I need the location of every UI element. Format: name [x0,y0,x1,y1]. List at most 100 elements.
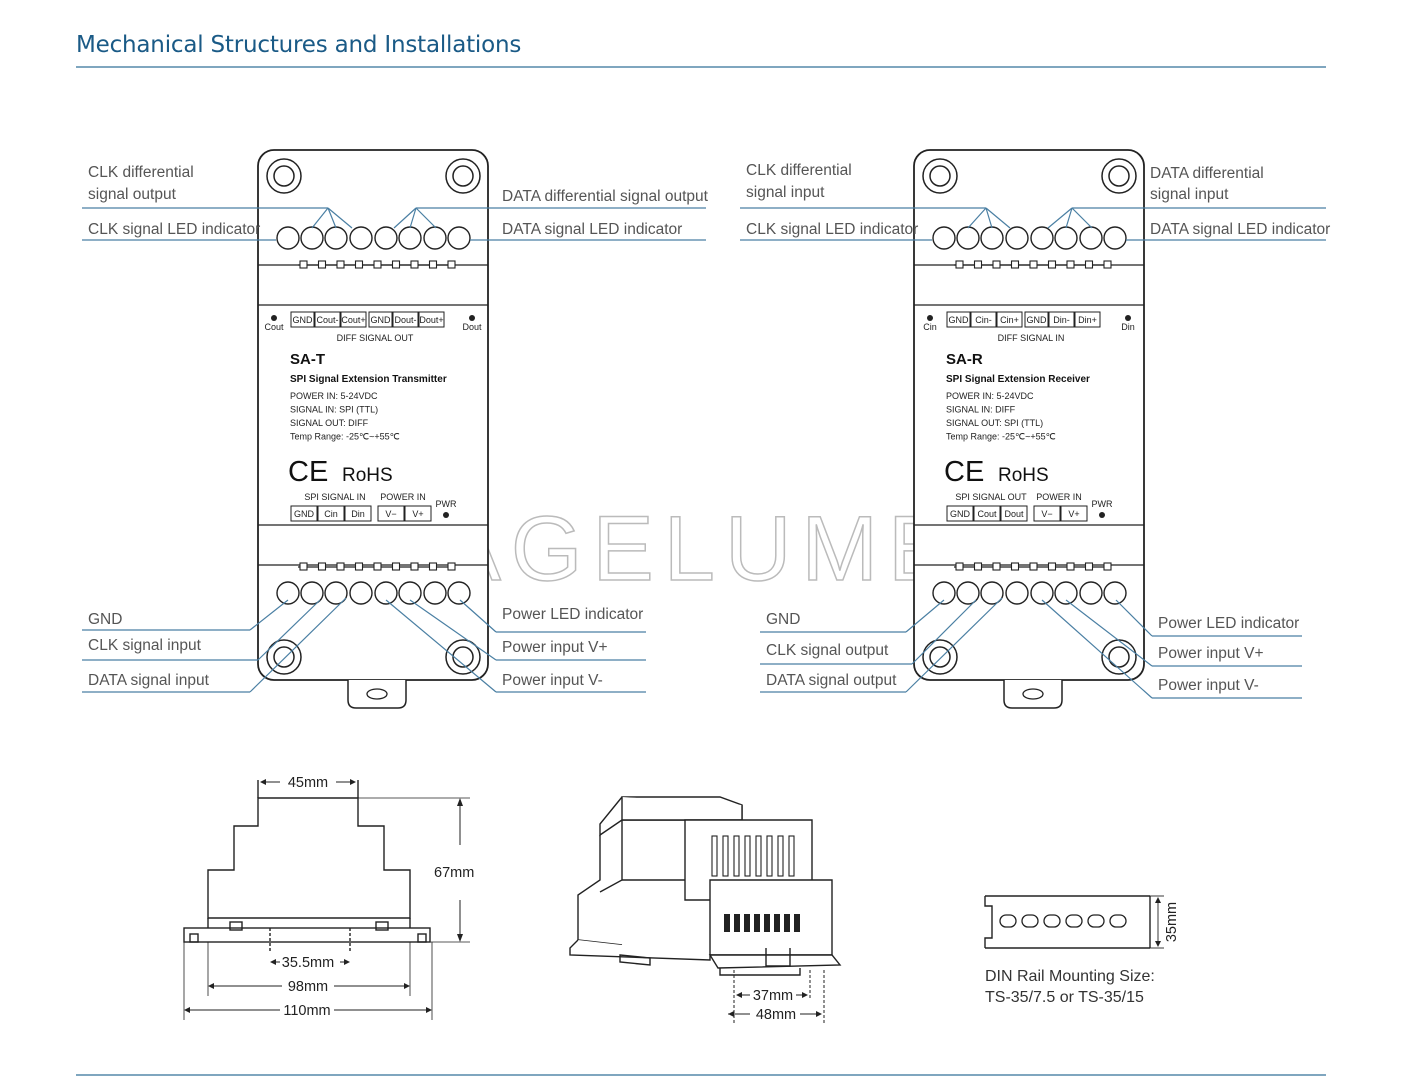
spec-line: Temp Range: -25℃~+55℃ [290,432,400,442]
din-rail-drawing [984,895,1164,949]
terminal-cell [392,311,419,328]
ce-mark: CE [944,456,984,488]
pin [955,260,964,269]
spec-line: SIGNAL IN: SPI (TTL) [290,405,378,415]
dim-side-inner: 37mm [753,988,793,1004]
terminal-label-bottom: GND [294,509,315,519]
top-pin-strip [298,260,456,269]
isometric-arrows [728,992,822,1017]
leader-line [393,207,417,229]
terminal-cell [404,505,432,522]
spec-line: POWER IN: 5-24VDC [946,391,1034,401]
dim-total-width: 110mm [283,1003,330,1019]
transmitter-device [257,149,489,709]
terminal-cell [973,505,1001,522]
terminal-label-top: GND [1027,315,1048,325]
leader-line [257,599,321,661]
vent-slot [733,835,740,877]
rail-slot [1109,914,1127,928]
spec-line: POWER IN: 5-24VDC [290,391,378,401]
terminal-label-top: Dout- [394,315,416,325]
callout-power-vplus: Power input V+ [502,639,608,656]
callout-clk-diff-line2: signal output [88,186,177,203]
terminal-slot [764,914,770,932]
callout-data-input: DATA signal input [88,672,210,689]
terminal-label-top: Cin+ [1000,315,1019,325]
pin [1103,260,1112,269]
pin [354,562,364,571]
terminal-cell [368,311,393,328]
leader-line [911,599,977,665]
callout-clk-output: CLK signal output [766,642,889,659]
pin [973,260,983,269]
terminal-cell [340,311,367,328]
pin [1084,260,1094,269]
top-screw-row [276,226,471,250]
spec-line: SIGNAL IN: DIFF [946,405,1016,415]
terminal-cell [317,505,345,522]
terminal-label-top: Din+ [1078,315,1097,325]
power-led-icon [443,512,449,518]
screw-terminal-top [374,226,398,250]
leader-line [327,207,337,229]
pin [1066,260,1075,269]
callout-power-led: Power LED indicator [502,606,643,623]
callout-clk-diff-line1: CLK differential [746,162,852,179]
leader-line [985,207,993,229]
terminal-cell [1060,505,1088,522]
ce-mark: CE [288,456,328,488]
pin [354,260,364,269]
leader-line [249,597,347,693]
terminal-slot [784,914,790,932]
led-indicator-icon [1125,315,1131,321]
screw-terminal-bottom [1079,581,1103,605]
isometric-view-drawing [569,796,842,976]
bottom-power-caption: POWER IN [380,492,426,502]
led-indicator-label: Cout [264,322,284,332]
pin [336,562,345,571]
vent-slot [755,835,762,877]
power-led-icon [1099,512,1105,518]
led-indicator-label: Dout [462,322,482,332]
terminal-cell [1048,311,1075,328]
terminal-label-bottom: V+ [412,509,423,519]
top-divider [76,66,1326,68]
terminal-cell [996,311,1023,328]
terminal-slot [744,914,750,932]
callout-data-diff-line2: signal input [1150,186,1229,203]
terminal-label-top: Din- [1053,315,1070,325]
bottom-pin-strip [298,562,456,571]
terminal-label-top: Cout+ [341,315,365,325]
terminal-cell [1033,505,1061,522]
isometric-vent-slots [711,835,800,932]
pin [428,260,438,269]
leader-line [1065,599,1153,667]
leader-line [1071,207,1093,229]
pin [1029,562,1038,571]
pin [992,260,1001,269]
led-indicator-icon [271,315,277,321]
bottom-screw-row [276,581,471,605]
callout-power-vminus: Power input V- [502,672,603,689]
terminal-label-bottom: Dout [1004,509,1024,519]
page-title: Mechanical Structures and Installations [76,32,522,58]
pin [447,562,456,571]
leader-line [311,207,329,229]
terminal-slot [754,914,760,932]
pin [373,260,382,269]
bottom-signal-caption: SPI SIGNAL OUT [955,492,1027,502]
screw-terminal-bottom [300,581,324,605]
rail-slot [999,914,1017,928]
din-rail-slots [999,914,1127,928]
pin [299,562,308,571]
screw-terminal-top [1103,226,1127,250]
callout-power-vplus: Power input V+ [1158,645,1264,662]
screw-terminal-top [932,226,956,250]
pin [317,260,327,269]
dim-side-total: 48mm [756,1007,796,1023]
dim-rail-inner: 35.5mm [282,955,334,971]
model-name: SA-R [946,351,983,368]
terminal-label-bottom: Din [351,509,365,519]
leader-line [1065,207,1073,229]
